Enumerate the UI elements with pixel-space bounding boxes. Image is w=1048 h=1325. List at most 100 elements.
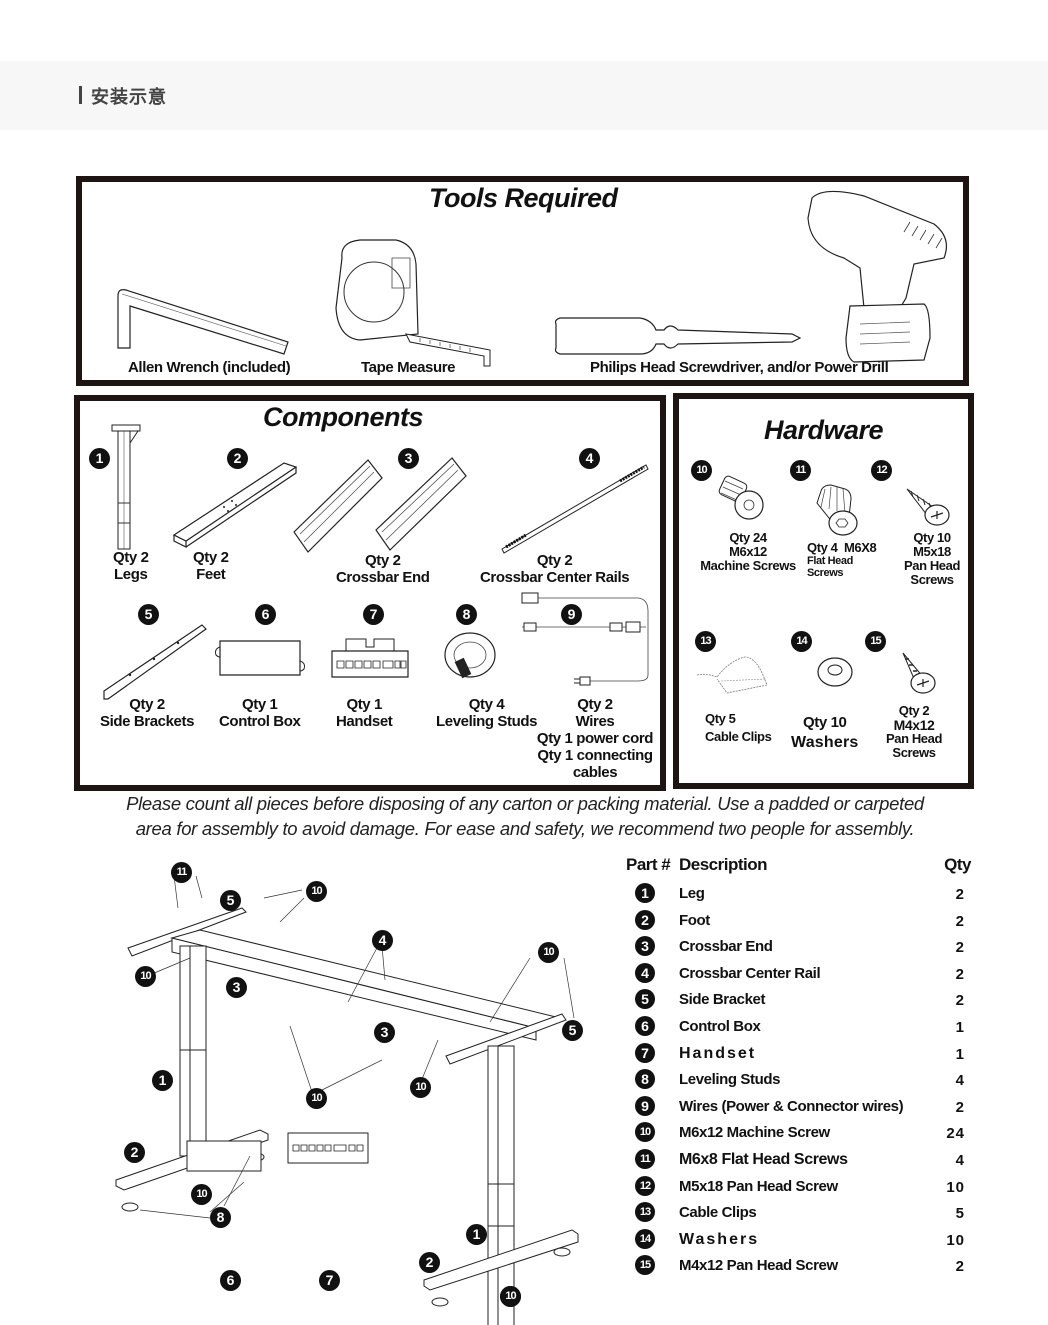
header-part: Part # xyxy=(626,855,671,874)
table-row: 14 Washers 10 xyxy=(626,1227,971,1254)
pan-head-screw-icon xyxy=(903,485,951,529)
part-number: 15 xyxy=(635,1255,655,1276)
part-number: 13 xyxy=(635,1202,655,1223)
hardware-number-10: 10 xyxy=(691,460,712,481)
flat-head-screw-icon xyxy=(815,483,865,537)
wires-icon xyxy=(520,591,656,687)
diagram-callout-10: 10 xyxy=(538,942,559,963)
part-qty: 24 xyxy=(946,1125,965,1143)
tool-label-allen-wrench: Allen Wrench (included) xyxy=(128,359,291,376)
machine-screw-icon xyxy=(719,475,765,521)
part-qty: 2 xyxy=(955,886,965,903)
table-row: 13 Cable Clips 5 xyxy=(626,1200,971,1227)
part-qty: 2 xyxy=(955,1098,965,1116)
diagram-callout-10: 10 xyxy=(306,1088,327,1109)
leveling-stud-icon xyxy=(442,629,498,679)
part-description: Cable Clips xyxy=(679,1204,757,1222)
part-number: 6 xyxy=(635,1015,655,1036)
part-qty: 10 xyxy=(946,1178,965,1196)
tools-required-panel: Tools Required Allen Wrench (included) T… xyxy=(76,176,969,386)
part-description: Handset xyxy=(679,1044,757,1062)
diagram-callout-10: 10 xyxy=(306,881,327,902)
hardware-number-14: 14 xyxy=(791,631,812,652)
diagram-callout-8: 8 xyxy=(210,1207,231,1228)
table-row: 9 Wires (Power & Connector wires) 2 xyxy=(626,1094,971,1121)
part-number: 10 xyxy=(635,1122,655,1143)
components-title: Components xyxy=(263,402,424,432)
diagram-callout-3: 3 xyxy=(226,977,247,998)
part-description: M6x12 Machine Screw xyxy=(679,1124,830,1142)
screwdriver-icon xyxy=(552,316,802,356)
hardware-number-13: 13 xyxy=(695,631,716,652)
part-qty: 5 xyxy=(955,1205,965,1223)
part-description: M6x8 Flat Head Screws xyxy=(679,1150,848,1168)
part-number: 5 xyxy=(635,989,655,1010)
part-number: 12 xyxy=(635,1175,655,1196)
part-description: M4x12 Pan Head Screw xyxy=(679,1257,838,1275)
part-description: Leg xyxy=(679,885,705,902)
component-number-6: 6 xyxy=(255,604,276,625)
diagram-callout-11: 11 xyxy=(171,862,192,883)
washer-icon xyxy=(815,655,855,689)
component-number-4: 4 xyxy=(579,448,600,469)
part-number: 9 xyxy=(635,1095,655,1116)
header-qty: Qty xyxy=(944,855,971,874)
diagram-callout-5: 5 xyxy=(562,1020,583,1041)
hardware-number-12: 12 xyxy=(871,460,892,481)
part-qty: 4 xyxy=(955,1151,965,1169)
hardware-number-15: 15 xyxy=(865,631,886,652)
part-number: 14 xyxy=(635,1228,655,1249)
tape-measure-icon xyxy=(330,238,500,368)
component-number-8: 8 xyxy=(456,604,477,625)
part-description: Side Bracket xyxy=(679,991,766,1009)
part-qty: 2 xyxy=(955,965,965,983)
part-description: Crossbar Center Rail xyxy=(679,964,821,982)
part-description: Foot xyxy=(679,911,710,929)
part-qty: 1 xyxy=(955,1045,965,1063)
part-description: Wires (Power & Connector wires) xyxy=(679,1097,904,1115)
hardware-number-11: 11 xyxy=(790,460,811,481)
crossbar-end-icon xyxy=(292,456,492,556)
handset-icon xyxy=(330,637,410,681)
diagram-callout-1: 1 xyxy=(152,1070,173,1091)
part-qty: 10 xyxy=(946,1231,965,1249)
pan-head-screw-small-icon xyxy=(899,651,939,697)
part-number: 2 xyxy=(635,909,655,930)
desk-frame-illustration xyxy=(90,850,620,1325)
leg-icon xyxy=(110,423,142,551)
part-qty: 4 xyxy=(955,1072,965,1090)
part-qty: 2 xyxy=(955,939,965,957)
hardware-title: Hardware xyxy=(764,415,884,445)
part-number: 1 xyxy=(635,883,655,903)
tools-title: Tools Required xyxy=(429,183,618,213)
diagram-callout-2: 2 xyxy=(419,1252,440,1273)
table-row: 2 Foot 2 xyxy=(626,908,971,935)
table-row: 10 M6x12 Machine Screw 24 xyxy=(626,1120,971,1147)
control-box-icon xyxy=(212,639,308,679)
power-drill-icon xyxy=(804,188,954,363)
component-number-1: 1 xyxy=(89,448,110,469)
diagram-callout-10: 10 xyxy=(191,1184,212,1205)
part-number: 7 xyxy=(635,1042,655,1063)
part-description: Washers xyxy=(679,1230,760,1248)
diagram-callout-2: 2 xyxy=(124,1142,145,1163)
diagram-callout-4: 4 xyxy=(372,930,393,951)
part-number: 3 xyxy=(635,936,655,957)
part-qty: 2 xyxy=(955,912,965,930)
